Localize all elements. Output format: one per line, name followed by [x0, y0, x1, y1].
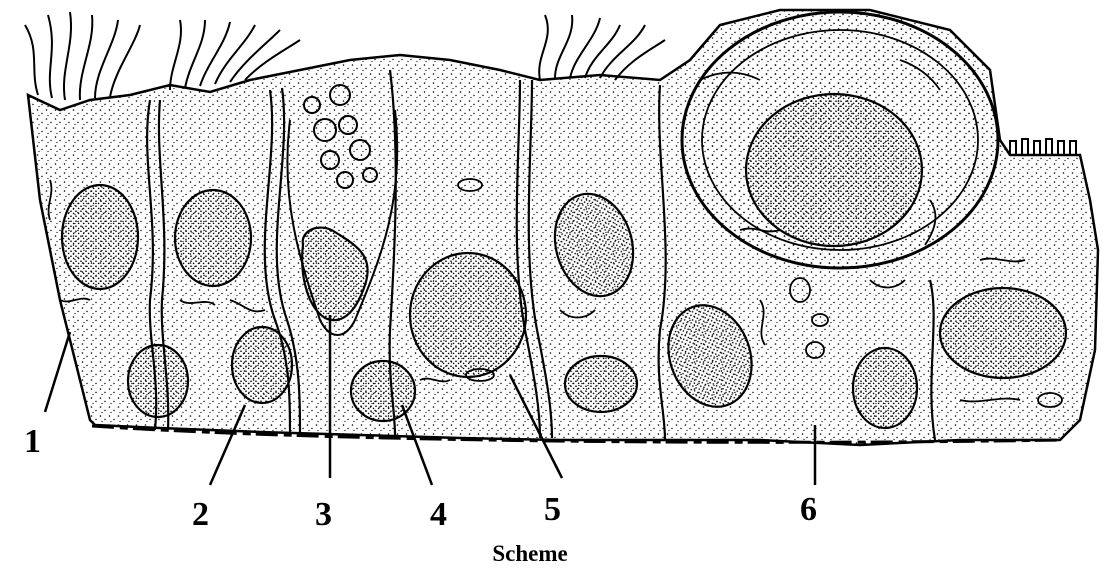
nucleus	[410, 253, 526, 377]
leader-line-1	[45, 332, 70, 412]
nucleus	[232, 327, 292, 403]
nucleus	[853, 348, 917, 428]
nucleus	[128, 345, 188, 417]
nucleus	[746, 94, 922, 246]
label-3: 3	[315, 496, 332, 533]
caption: Scheme	[492, 541, 567, 566]
nucleus	[940, 288, 1066, 378]
label-2: 2	[192, 496, 209, 533]
label-5: 5	[544, 491, 561, 528]
nucleus	[565, 356, 637, 412]
label-4: 4	[430, 496, 447, 533]
label-6: 6	[800, 491, 817, 528]
microvilli	[1010, 139, 1076, 155]
nucleus	[62, 185, 138, 289]
label-1: 1	[24, 423, 41, 460]
nucleus	[175, 190, 251, 286]
